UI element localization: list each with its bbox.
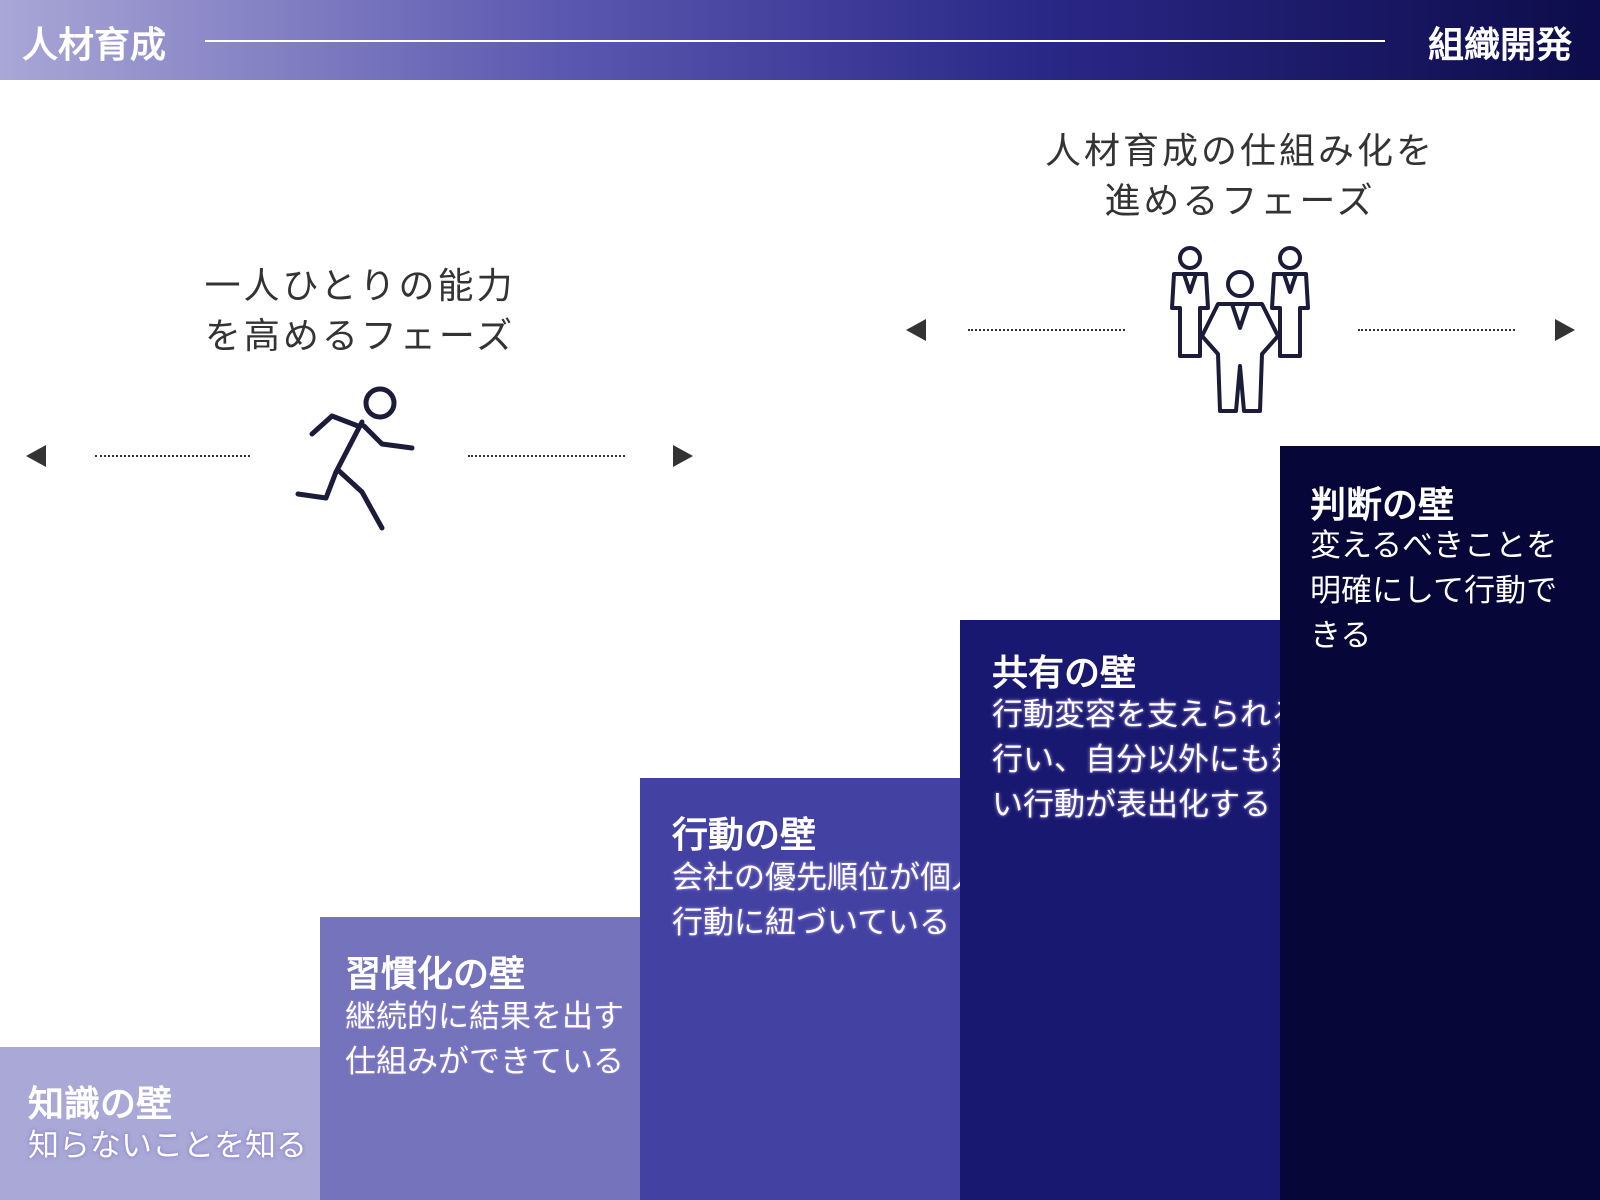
step-desc-line: 行動に紐づいている — [672, 905, 951, 941]
phase-line: 進めるフェーズ — [1104, 181, 1376, 222]
step-action: 行動の壁 会社の優先順位が個人の 行動に紐づいている — [640, 778, 1013, 1200]
step-desc: 継続的に結果を出す 仕組みができている — [345, 995, 624, 1085]
team-people-icon — [1170, 246, 1310, 413]
step-habit: 習慣化の壁 継続的に結果を出す 仕組みができている — [320, 917, 640, 1200]
individual-phase-label: 一人ひとりの能力 を高めるフェーズ — [160, 262, 560, 362]
left-arrow-icon — [906, 319, 926, 341]
left-arrow-icon — [26, 445, 46, 467]
right-arrow-icon — [673, 445, 693, 467]
step-judgment: 判断の壁 変えるべきことを 明確にして行動で きる — [1280, 446, 1600, 1200]
step-sharing: 共有の壁 行動変容を支えられる組織共有を 行い、自分以外にも効果効率の高 い行動… — [960, 620, 1457, 1200]
dotted-line — [968, 329, 1125, 331]
step-desc-line: 変えるべきことを — [1310, 528, 1558, 564]
header-bar: 人材育成 組織開発 — [0, 0, 1600, 80]
header-left-label: 人材育成 — [22, 25, 167, 66]
step-desc-line: 仕組みができている — [345, 1044, 624, 1080]
header-right-label: 組織開発 — [1427, 25, 1572, 66]
step-desc-line: い行動が表出化する — [992, 787, 1271, 823]
dotted-line — [95, 455, 250, 457]
step-knowledge: 知識の壁 知らないことを知る — [0, 1047, 320, 1200]
step-title: 判断の壁 — [1310, 485, 1455, 526]
dotted-line — [468, 455, 625, 457]
step-desc-line: 知らないことを知る — [28, 1128, 307, 1164]
running-person-icon — [295, 386, 415, 531]
step-title: 習慣化の壁 — [345, 954, 526, 995]
right-arrow-icon — [1555, 319, 1575, 341]
header-divider — [205, 40, 1385, 42]
step-desc: 知らないことを知る — [28, 1124, 307, 1169]
phase-line: を高めるフェーズ — [204, 316, 516, 357]
step-desc-line: きる — [1310, 618, 1372, 654]
dotted-line — [1358, 329, 1515, 331]
step-desc: 会社の優先順位が個人の 行動に紐づいている — [672, 856, 1013, 946]
step-desc: 変えるべきことを 明確にして行動で きる — [1310, 524, 1557, 659]
step-desc-line: 会社の優先順位が個人の — [672, 860, 1013, 896]
phase-line: 人材育成の仕組み化を — [1044, 131, 1435, 172]
step-desc-line: 明確にして行動で — [1310, 573, 1558, 609]
step-title: 共有の壁 — [992, 653, 1137, 694]
phase-line: 一人ひとりの能力 — [204, 266, 516, 307]
step-title: 行動の壁 — [672, 815, 817, 856]
organization-phase-label: 人材育成の仕組み化を 進めるフェーズ — [1000, 127, 1480, 227]
step-desc-line: 継続的に結果を出す — [345, 999, 624, 1035]
step-title: 知識の壁 — [28, 1084, 173, 1125]
